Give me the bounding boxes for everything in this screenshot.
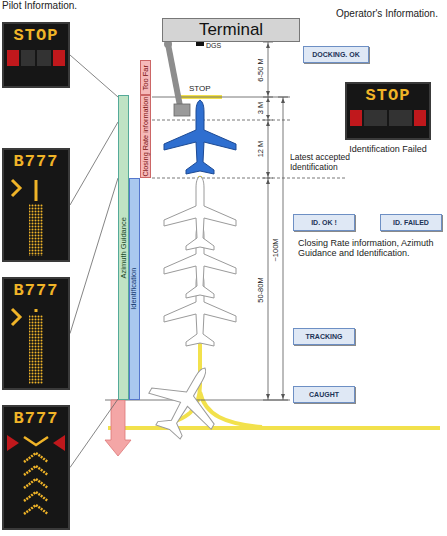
led-symbols xyxy=(12,309,43,384)
pilot-display: B777 xyxy=(2,148,70,262)
dimension-label: 12 M xyxy=(257,140,266,159)
box-text: B777 xyxy=(4,409,68,428)
pilot-direction-arrow xyxy=(105,400,131,456)
led-symbols xyxy=(350,110,426,126)
dgs-unit xyxy=(196,42,204,46)
box-text: ID. FAILED xyxy=(393,219,429,226)
box-text: Too Far xyxy=(142,65,150,90)
drawing-part xyxy=(266,43,285,399)
dimension-label: 3 M xyxy=(257,101,266,116)
dimension-label: ~100M xyxy=(272,237,281,262)
box-text: CAUGHT xyxy=(309,391,339,398)
dimension-label: 50-80M xyxy=(257,276,266,303)
box-text: STOP xyxy=(347,86,429,105)
pilot-display: STOP xyxy=(2,22,70,88)
dimension-line xyxy=(283,97,284,400)
status-box: TRACKING xyxy=(293,328,355,345)
led-symbols xyxy=(7,50,65,66)
box-text: STOP xyxy=(4,26,68,45)
leader-line xyxy=(70,399,118,468)
status-box: ID. OK ! xyxy=(293,214,355,231)
box-text: DOCKING. OK xyxy=(312,51,359,58)
box-text: B777 xyxy=(4,152,68,171)
jet-bridge xyxy=(164,40,190,116)
dimension-ticks xyxy=(263,42,288,400)
box-text: Identification xyxy=(131,268,139,310)
pilot-display: B777 xyxy=(2,277,70,390)
info-band: Too Far xyxy=(140,60,151,95)
note-label: STOP xyxy=(189,84,211,93)
status-box: CAUGHT xyxy=(293,386,355,403)
box-text: Azimuth Guidance xyxy=(120,217,128,278)
taxi-line xyxy=(108,97,440,428)
previous-aircraft-positions xyxy=(137,176,236,450)
info-band: Azimuth Guidance xyxy=(118,95,129,400)
identification-line xyxy=(152,178,345,179)
box-text: Terminal xyxy=(199,20,263,40)
taxiway-line xyxy=(108,426,440,430)
leader-line xyxy=(70,122,118,205)
note-label: Closing Rate information, Azimuth Guidan… xyxy=(298,238,440,259)
status-box: ID. FAILED xyxy=(380,214,442,231)
operator-display: STOPIdentification Failed xyxy=(345,82,431,140)
aircraft-outline xyxy=(164,176,236,250)
box-text: B777 xyxy=(4,281,68,300)
pilot-display: B777 xyxy=(2,405,70,530)
led-symbols xyxy=(7,435,65,514)
status-box: DOCKING. OK xyxy=(303,46,369,63)
note-label: DGS xyxy=(206,42,221,50)
led-symbols xyxy=(12,180,43,256)
info-band: Closing Rate information xyxy=(140,95,151,178)
leader-line xyxy=(70,55,118,97)
note-label: Latest accepted Identification xyxy=(290,153,370,173)
note-label: Operator's Information. xyxy=(336,8,438,20)
box-text: Closing Rate information xyxy=(142,97,149,177)
box-text: TRACKING xyxy=(306,333,343,340)
drawing-part xyxy=(105,400,131,456)
drawing-part xyxy=(168,44,180,106)
box-text: ID. OK ! xyxy=(311,219,337,226)
info-band: Identification xyxy=(129,178,140,400)
drawing-part xyxy=(174,104,190,116)
docked-aircraft xyxy=(164,100,236,174)
display-caption: Identification Failed xyxy=(349,144,427,154)
aircraft-outline xyxy=(137,350,236,450)
terminal-box: Terminal xyxy=(162,18,300,42)
dimension-label: 6-50 M xyxy=(257,57,266,82)
note-label: Pilot Information. xyxy=(2,0,77,12)
dimension-arrows xyxy=(266,43,285,399)
leader-line xyxy=(70,178,118,334)
